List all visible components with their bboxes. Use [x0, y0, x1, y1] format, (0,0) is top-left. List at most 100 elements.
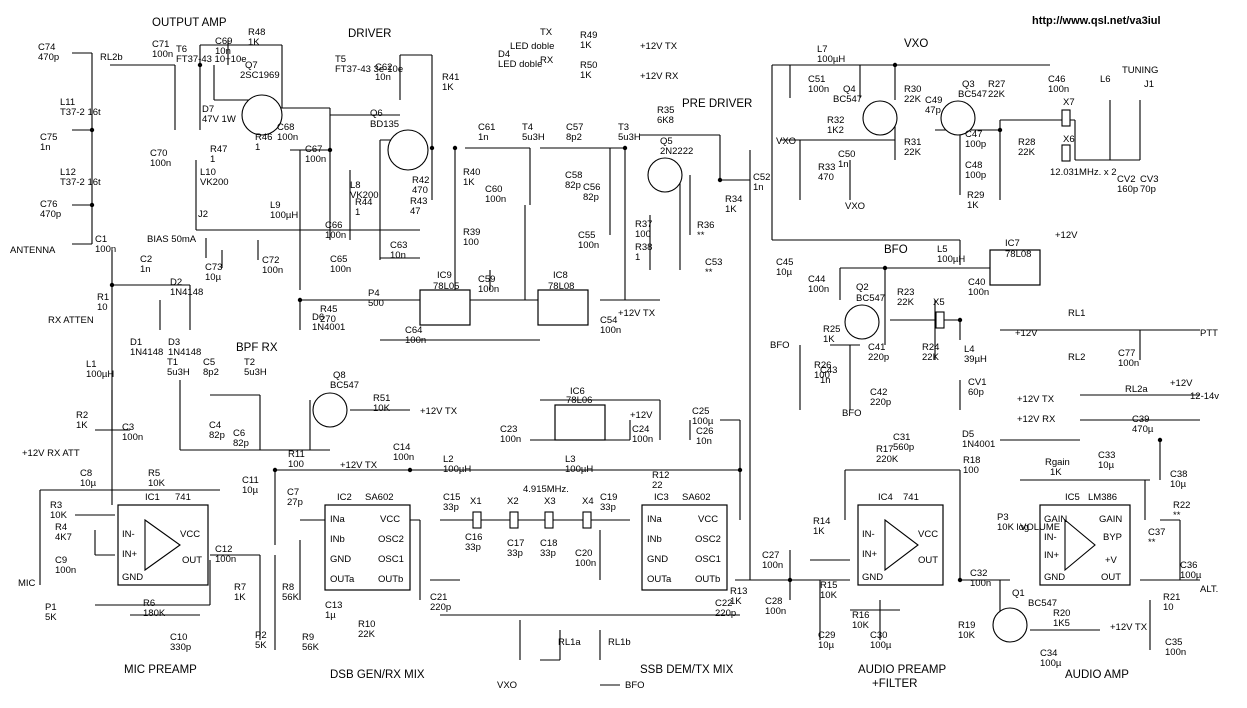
part-r37-value: 100 — [635, 229, 651, 240]
svg-text:Q7: Q7 — [245, 60, 258, 71]
part-t4-value: 5u3H — [522, 132, 545, 143]
part-c6-value: 82p — [233, 438, 249, 449]
title-pre-driver: PRE DRIVER — [682, 98, 752, 110]
svg-text:IC3: IC3 — [654, 492, 669, 503]
part-c4-ref: C4 — [209, 420, 221, 431]
part-c43-ref: C43 — [820, 365, 837, 376]
part-c27-ref: C27 — [762, 550, 779, 561]
part-c24-value: 100n — [632, 434, 653, 445]
part-c31-ref: C31 — [893, 432, 910, 443]
svg-text:2N2222: 2N2222 — [660, 146, 693, 157]
part-c50-ref: C50 — [838, 149, 855, 160]
svg-text:GND: GND — [862, 572, 883, 583]
ic1-741: IC1 741 IN- IN+ GND VCC OUT — [117, 492, 209, 586]
part-r46-ref: R46 — [255, 132, 272, 143]
ic8-regulator: IC8 78L08 — [537, 270, 589, 326]
part-c22-value: 220p — [715, 608, 736, 619]
part-d4-ref: D4 — [498, 49, 510, 60]
part-c28-value: 100n — [765, 606, 786, 617]
part-r29-value: 1K — [967, 200, 979, 211]
title-audio-amp: AUDIO AMP — [1065, 669, 1129, 681]
part-c58-ref: C58 — [565, 170, 582, 181]
title-bfo: BFO — [884, 244, 908, 256]
part-c59-value: 100n — [478, 284, 499, 295]
part-r51-value: 10K — [373, 403, 391, 414]
part-c18-value: 33p — [540, 548, 556, 559]
svg-text:BC547: BC547 — [833, 94, 862, 105]
supply-label: 12-14v — [1190, 391, 1219, 402]
part-c73-value: 10µ — [205, 272, 222, 283]
svg-text:BC547: BC547 — [856, 293, 885, 304]
part-r8-ref: R8 — [282, 582, 294, 593]
freq-label: 4.915MHz. — [523, 484, 569, 495]
part-r25-value: 1K — [823, 334, 835, 345]
part-c16-ref: C16 — [465, 532, 482, 543]
part-c11-ref: C11 — [242, 475, 259, 486]
part-r19-value: 10K — [958, 630, 976, 641]
part-c76-value: 470p — [40, 209, 61, 220]
part-r34-ref: R34 — [725, 194, 742, 205]
part-p4-value: 500 — [368, 298, 384, 309]
svg-text:IC5: IC5 — [1065, 492, 1080, 503]
part-c21-value: 220p — [430, 602, 451, 613]
part-c39-value: 470µ — [1132, 424, 1154, 435]
part-rl1b-ref: RL1b — [608, 637, 631, 648]
ic2-sa602: IC2 SA602 INa INb GND OUTa VCC OSC2 OSC1… — [324, 492, 411, 591]
part-c74-value: 470p — [38, 52, 59, 63]
part-c17-ref: C17 — [507, 538, 524, 549]
part-r13-value: 1K — [730, 596, 742, 607]
part-d5-ref: D5 — [962, 429, 974, 440]
svg-text:IN+: IN+ — [122, 549, 138, 560]
part-c45-ref: C45 — [776, 257, 793, 268]
part-c64-value: 100n — [405, 335, 426, 346]
part-r9-value: 56K — [302, 642, 320, 653]
part-c47-value: 100p — [965, 139, 986, 150]
part-c42-value: 220p — [870, 397, 891, 408]
svg-text:GND: GND — [1044, 572, 1065, 583]
part-r11-ref: R11 — [288, 449, 305, 460]
part-r43-value: 47 — [410, 206, 421, 217]
part-c13-value: 1µ — [325, 610, 336, 621]
svg-text:TX: TX — [540, 27, 553, 38]
part-rl1-ref: RL1 — [1068, 308, 1085, 319]
part-d3-ref: D3 — [168, 337, 180, 348]
part-c72-value: 100n — [262, 265, 283, 276]
part-r8-value: 56K — [282, 592, 300, 603]
part-c72-ref: C72 — [262, 255, 279, 266]
part-d2-value: 1N4148 — [170, 287, 203, 298]
title-mic-preamp: MIC PREAMP — [124, 664, 197, 676]
part-r38-ref: R38 — [635, 242, 652, 253]
part-c56-ref: C56 — [583, 182, 600, 193]
part-r32-ref: R32 — [827, 115, 844, 126]
part-c75-value: 1n — [40, 142, 51, 153]
svg-text:IN+: IN+ — [862, 549, 878, 560]
svg-text:Q1: Q1 — [1012, 588, 1025, 599]
title-audio-preamp: AUDIO PREAMP — [858, 664, 947, 676]
part-c60-value: 100n — [485, 194, 506, 205]
svg-text:IC6: IC6 — [570, 386, 585, 397]
part-r31-ref: R31 — [904, 137, 921, 148]
part-c61-ref: C61 — [478, 122, 495, 133]
svg-text:OUTb: OUTb — [695, 574, 720, 585]
site-url[interactable]: http://www.qsl.net/va3iul — [1032, 15, 1161, 27]
part-r33-value: 470 — [818, 172, 834, 183]
svg-text:RX: RX — [540, 55, 554, 66]
part-r30-value: 22K — [904, 94, 922, 105]
part-r47-value: 1 — [210, 154, 215, 165]
part-r21-ref: R21 — [1163, 592, 1180, 603]
part-t1-ref: T1 — [167, 357, 178, 368]
part-c63-ref: C63 — [390, 240, 407, 251]
ic3-sa602: IC3 SA602 INa INb GND OUTa VCC OSC2 OSC1… — [641, 492, 728, 591]
title-audio-preamp-filter: +FILTER — [872, 678, 917, 690]
part-r2-value: 1K — [76, 420, 88, 431]
part-r15-value: 10K — [820, 590, 838, 601]
part-c69-value: 10n — [215, 46, 231, 57]
part-c40-value: 100n — [968, 287, 989, 298]
part-c20-ref: C20 — [575, 548, 592, 559]
part-r1-ref: R1 — [97, 292, 109, 303]
part-c32-value: 100n — [970, 578, 991, 589]
part-r24-ref: R24 — [922, 342, 939, 353]
svg-text:+12V TX: +12V TX — [420, 406, 458, 417]
part-c15-ref: C15 — [443, 492, 460, 503]
part-c50-value: 1n — [838, 159, 849, 170]
